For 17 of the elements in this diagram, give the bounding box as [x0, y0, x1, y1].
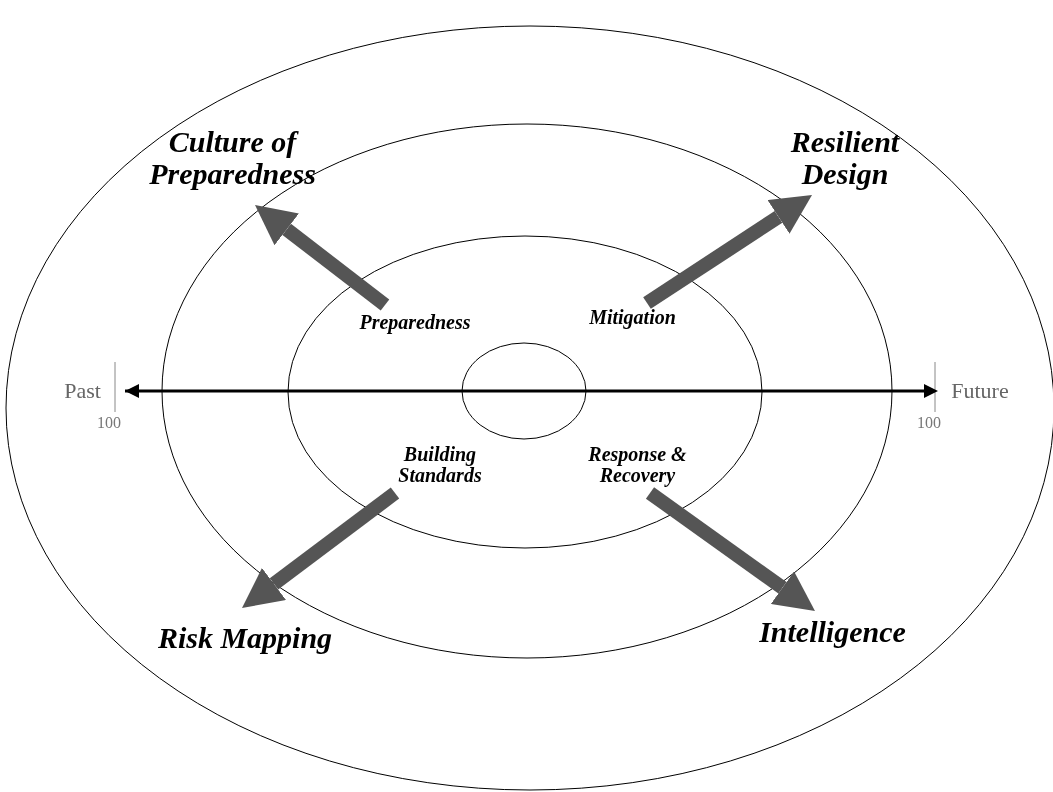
phase-label: Mitigation: [565, 303, 700, 331]
arrow: [242, 487, 400, 608]
axis-end-label: Past: [55, 376, 110, 406]
phase-label: Preparedness: [330, 308, 500, 336]
double-arrow: [125, 384, 938, 398]
arrow: [645, 487, 815, 611]
outcome-label: Intelligence: [735, 610, 930, 654]
phase-label: Building Standards: [375, 436, 505, 493]
outcome-label: Culture of Preparedness: [120, 115, 345, 200]
tick-value: 100: [917, 414, 941, 432]
arrow: [643, 195, 812, 309]
axis-end-label: Future: [940, 376, 1020, 406]
outcome-label: Resilient Design: [765, 120, 925, 195]
tick-value: 100: [97, 414, 121, 432]
arrow: [255, 205, 390, 311]
phase-label: Response & Recovery: [560, 436, 715, 493]
outcome-label: Risk Mapping: [125, 617, 365, 659]
